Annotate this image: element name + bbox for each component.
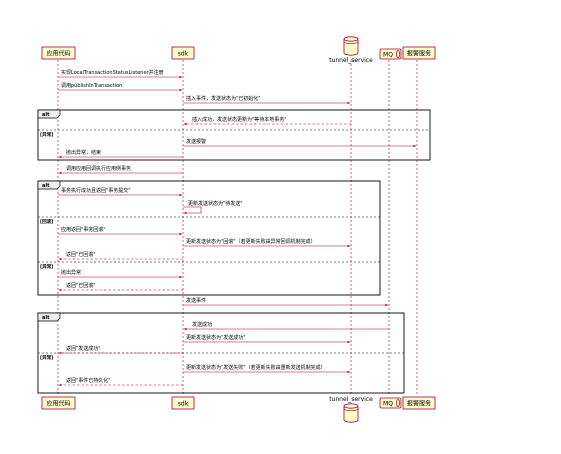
participant-mq-top: MQ (379, 48, 402, 60)
self-message-arrow (183, 206, 202, 215)
participant-alert-label: 报警服务 (407, 50, 431, 58)
alt-frame-3-label: alt (42, 315, 50, 321)
message-label: 更新发送状态为"回滚"（若更新失败由异常回调机制完成） (186, 238, 316, 245)
participant-mq-label: MQ (383, 52, 393, 59)
alt-frame-3-guard-1: [异常] (40, 354, 53, 361)
message-label: 发送成功 (192, 321, 212, 328)
participant-alert-top: 报警服务 (402, 46, 436, 60)
participant-app-label: 应用代码 (46, 50, 70, 58)
message-label: 返回"发送成功" (66, 345, 101, 352)
message-label: 调用应用回调执行应用侧事务 (66, 165, 131, 172)
alt-frame-2-guard-2: [异常] (40, 263, 53, 270)
database-icon (343, 39, 359, 56)
message-label: 返回"已回滚" (66, 251, 96, 258)
participant-app-bottom: 应用代码 (41, 396, 76, 410)
alt-frame-2: alt [回滚] [异常] (37, 180, 381, 296)
message-label: 抛出异常，结束 (66, 149, 101, 156)
message-label: 发送报警 (186, 138, 206, 145)
participant-tunnel-label: tunnel_service (329, 57, 373, 64)
queue-icon (396, 50, 400, 58)
alt-frame-2-label: alt (42, 183, 50, 189)
alt-frame-1-guard-1: [异常] (40, 131, 53, 138)
message-label: 应用返回"事务回滚" (61, 226, 106, 233)
participant-tunnel-top: tunnel_service (329, 36, 373, 64)
message-label: 插入成功，发送状态更新为"等待本地事务" (192, 116, 287, 123)
alt-frame-3: alt [异常] (37, 312, 405, 394)
participant-sdk-bottom: sdk (171, 396, 195, 410)
participant-tunnel-bottom: tunnel_service (329, 396, 373, 423)
message-label: 发送事件 (186, 297, 206, 304)
message-label: 实现LocalTransactionStatusListener并注册 (61, 69, 164, 76)
alt-frame-1: alt [异常] (37, 109, 431, 161)
message-label: 返回"已回滚" (66, 282, 96, 289)
message-label: 更新发送状态为"发送失败"（若更新失败由重新发送机制完成） (186, 364, 326, 371)
alt-frame-2-guard-1: [回滚] (40, 218, 53, 225)
database-icon (343, 406, 359, 423)
participant-sdk-label-bottom: sdk (178, 401, 189, 408)
message-label: 更新发送状态为"发送成功" (186, 334, 246, 341)
participant-tunnel-label-bottom: tunnel_service (329, 396, 373, 403)
message-label: 返回"事件已持久化" (66, 377, 111, 384)
participant-sdk-label: sdk (178, 51, 189, 58)
participant-mq-bottom: MQ (379, 397, 402, 409)
message-label: 抛出异常 (61, 269, 81, 276)
queue-icon (396, 399, 400, 407)
participant-alert-bottom: 报警服务 (402, 396, 436, 410)
message-label: 插入事件，发送状态为"已初始化" (186, 95, 261, 102)
message-label: 调用publishInTransaction (61, 82, 122, 89)
alt-frame-1-label: alt (42, 112, 50, 118)
participant-app-top: 应用代码 (41, 46, 76, 60)
participant-sdk-top: sdk (171, 46, 195, 60)
participant-mq-label-bottom: MQ (383, 401, 393, 408)
participant-alert-label-bottom: 报警服务 (407, 400, 431, 408)
participant-app-label-bottom: 应用代码 (46, 400, 70, 408)
message-label: 事务执行成功且返回"事务提交" (61, 187, 131, 194)
message-label: 更新发送状态为"待发送" (188, 200, 243, 207)
